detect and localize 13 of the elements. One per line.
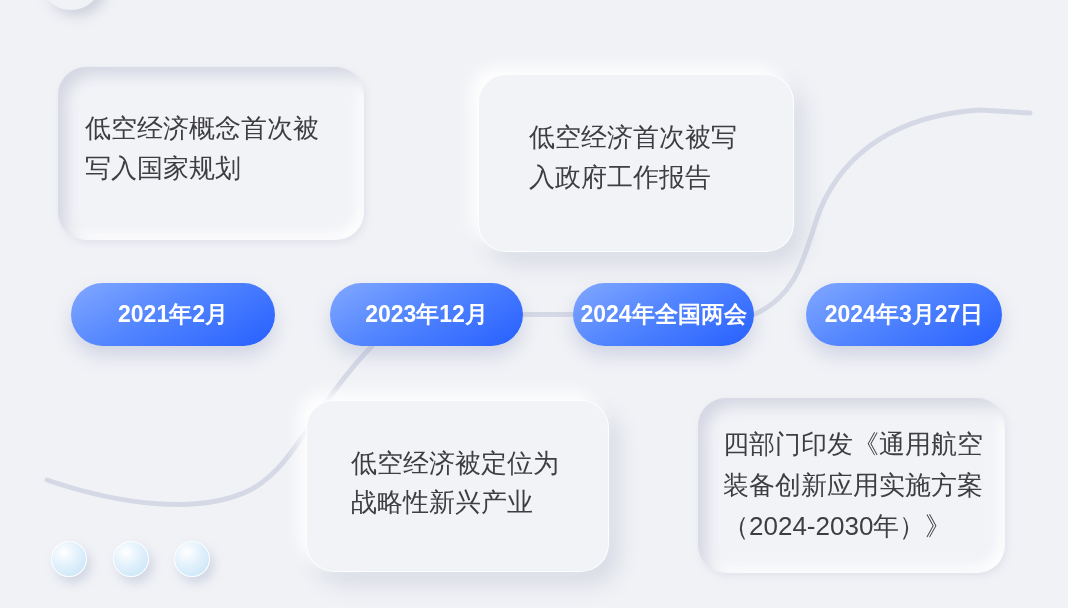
timeline-curve: [44, 343, 375, 507]
event-card: [698, 398, 1005, 573]
event-card: [306, 400, 609, 572]
date-pill: 2024年3月27日: [806, 283, 1002, 346]
date-pill: 2024年全国两会: [573, 283, 754, 346]
date-pill: 2023年12月: [330, 283, 523, 346]
event-text: 低空经济首次被写入政府工作报告: [529, 121, 738, 194]
event-card: [478, 74, 794, 252]
event-card: [58, 67, 364, 240]
event-text: 低空经济被定位为战略性新兴产业: [351, 447, 560, 519]
event-text: 四部门印发《通用航空装备创新应用实施方案（2024-2030年）》: [723, 428, 984, 543]
date-pill: 2021年2月: [71, 283, 275, 346]
event-text: 低空经济概念首次被写入国家规划: [85, 112, 320, 185]
